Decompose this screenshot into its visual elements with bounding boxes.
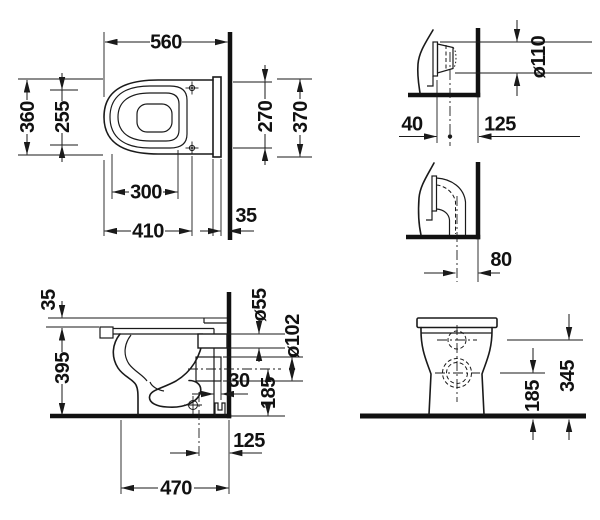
svg-text:ø55: ø55 [249,288,271,321]
toilet-body-outline [103,79,214,155]
floor-bracket [214,402,226,416]
elbow-inner [436,208,451,235]
dim-outlet-diameter: ø110 [440,20,592,96]
dim-wall-distance: 125 [478,114,580,140]
svg-text:35: 35 [235,205,257,227]
svg-text:185: 185 [258,377,280,409]
svg-text:ø110: ø110 [528,35,550,78]
flush-inlet-spigot [197,333,228,349]
svg-text:30: 30 [228,370,250,392]
vertical-outlet-detail: 80 [406,162,512,282]
svg-text:185: 185 [522,380,544,412]
dim-rear-gap: 35 [200,205,257,235]
plan-view: 560 360 255 270 37 [17,32,312,243]
dim-rear-offset: 30 [192,370,250,400]
svg-text:255: 255 [52,101,74,133]
dim-seat-thickness: 35 [38,289,66,318]
elbow-outer [436,177,467,235]
svg-text:370: 370 [290,101,312,133]
body-right-edge [481,326,493,416]
bowl-inner-front [124,334,148,382]
ceramic-step [427,76,434,87]
ceramic-step [426,211,433,221]
dim-overall-depth: 560 [103,32,228,97]
seat-outer-ring [109,85,188,149]
bowl-front-profile [112,333,139,416]
dim-rear-width: 370 [277,78,312,158]
horizontal-outlet-detail: ø110 40 125 [399,20,592,146]
svg-text:300: 300 [130,182,162,204]
svg-text:80: 80 [490,249,512,271]
dim-flange-offset: 40 [399,114,453,140]
body-left-edge [420,326,432,416]
dim-seat-width: 255 [50,73,78,162]
dim-rim-height: 395 [52,327,74,416]
seat-bumper [99,326,114,339]
svg-text:35: 35 [38,289,60,311]
dim-outlet-diameter-side: ø102 [223,314,304,382]
fixing-hole-top [185,81,199,95]
svg-text:560: 560 [150,32,182,54]
fixing-hole-bottom [185,141,199,155]
rear-view: 185 345 [360,314,586,440]
dim-bowl-depth: 300 [111,150,179,204]
svg-text:410: 410 [132,221,164,243]
svg-text:ø102: ø102 [282,314,304,358]
side-section-view: 35 395 ø55 ø102 30 [38,288,304,499]
trap-profile [148,336,204,408]
dim-hole-spacing: 270 [233,65,277,165]
ceramic-back-profile [417,162,435,236]
svg-text:270: 270 [255,100,277,132]
dim-inlet-height-rear: 345 [507,314,583,440]
dim-outlet-height-rear: 185 [500,348,545,440]
svg-text:345: 345 [557,360,579,392]
ceramic-back-profile [416,29,434,94]
dim-front-to-holes: 410 [103,156,222,243]
svg-text:360: 360 [17,101,39,133]
svg-text:470: 470 [160,478,192,500]
svg-text:40: 40 [401,114,423,136]
bowl-inner-ring [117,92,180,142]
outlet-flange [431,175,438,212]
svg-text:395: 395 [52,352,74,384]
dim-wall-distance-vertical: 80 [424,249,512,277]
svg-text:125: 125 [484,114,516,136]
water-surface [136,103,173,133]
dim-depth-to-wall: 470 [120,420,229,500]
wall-plate [212,76,222,158]
dim-inlet-diameter: ø55 [227,288,285,362]
dim-outlet-height-side: 185 [188,368,285,417]
svg-text:125: 125 [233,430,265,452]
dim-outlet-wall-distance: 125 [170,392,266,494]
